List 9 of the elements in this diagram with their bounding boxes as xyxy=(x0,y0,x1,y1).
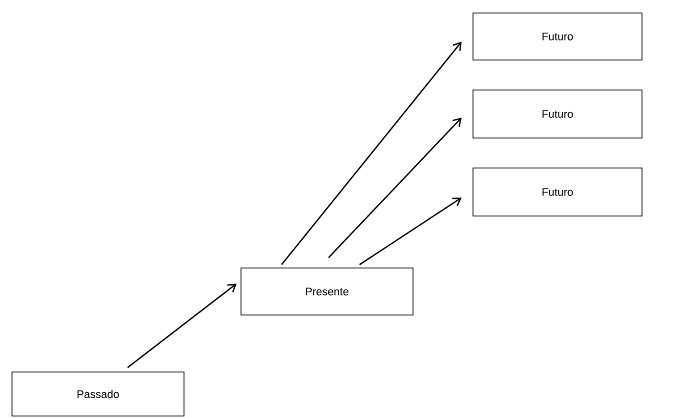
process-box: Futuro xyxy=(472,12,642,60)
process-box: Presente xyxy=(240,268,414,316)
process-box: Futuro xyxy=(472,90,642,138)
arrow xyxy=(281,42,462,266)
arrow xyxy=(127,284,237,368)
process-box: Passado xyxy=(12,372,184,416)
process-box: Futuro xyxy=(472,168,642,216)
arrow xyxy=(359,198,462,266)
arrow xyxy=(328,118,462,258)
